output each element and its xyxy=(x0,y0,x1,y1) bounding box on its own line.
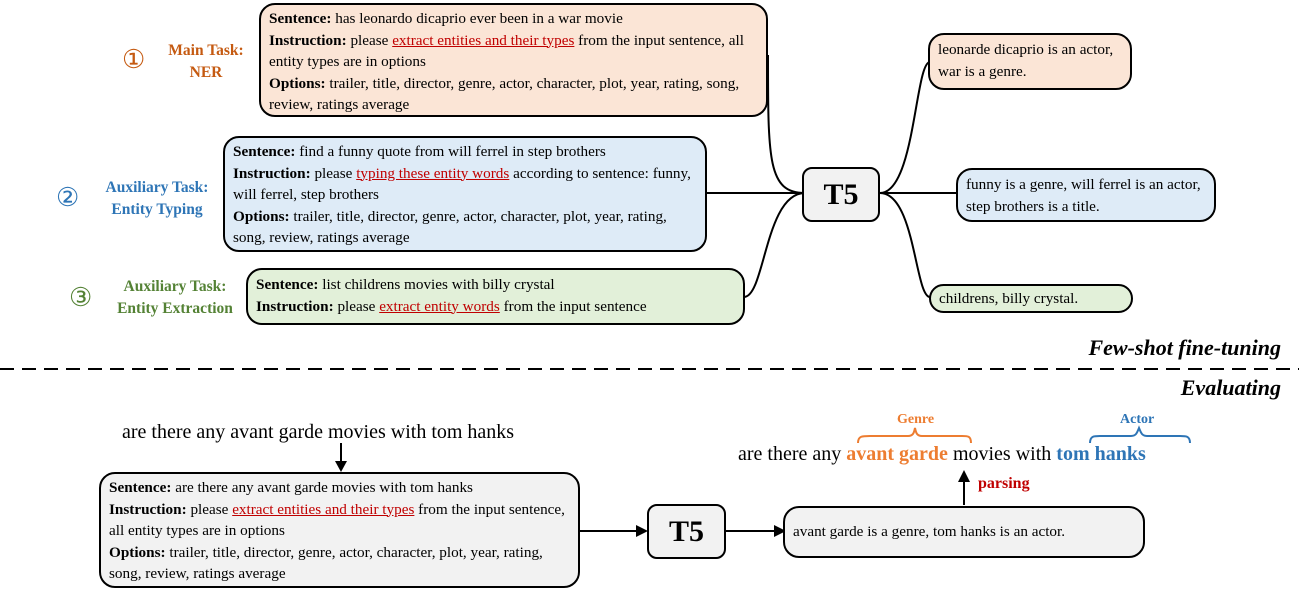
instruction-highlight: typing these entity words xyxy=(356,164,510,182)
t5-to-extraction-output-line xyxy=(879,192,931,298)
instruction-highlight: extract entity words xyxy=(379,297,500,315)
parsing-label: parsing xyxy=(978,475,1030,492)
extraction-to-t5-line xyxy=(743,192,806,298)
actor-brace xyxy=(1089,425,1191,444)
task-marker-1: ① xyxy=(122,45,146,74)
extraction-task-input-box: Sentence: list childrens movies with bil… xyxy=(246,268,745,325)
parsing-arrowhead xyxy=(958,470,970,482)
input-to-t5-arrowhead xyxy=(636,525,648,537)
instruction-highlight: extract entities and their types xyxy=(232,500,415,518)
eval-query-text: are there any avant garde movies with to… xyxy=(122,421,515,443)
t5-to-main-output-line xyxy=(879,61,931,194)
eval-input-box: Sentence: are there any avant garde movi… xyxy=(99,472,580,588)
main-task-label: Main Task: NER xyxy=(168,42,244,81)
parsed-sentence: are there any avant garde movies with to… xyxy=(738,443,1146,465)
extraction-task-output-box: childrens, billy crystal. xyxy=(929,284,1133,313)
t5-to-output-arrowhead xyxy=(774,525,786,537)
genre-entity-span: avant garde xyxy=(846,443,948,465)
main-task-input-box: Sentence: has leonardo dicaprio ever bee… xyxy=(259,3,768,117)
genre-tag: Genre xyxy=(897,412,935,427)
task-marker-3: ③ xyxy=(69,283,93,312)
main-to-t5-line xyxy=(767,54,806,194)
genre-brace xyxy=(857,427,972,444)
t5-model-train: T5 xyxy=(802,167,880,222)
typing-task-output-box: funny is a genre, will ferrel is an acto… xyxy=(956,168,1216,222)
task-marker-2: ② xyxy=(56,183,80,212)
actor-tag: Actor xyxy=(1120,412,1155,427)
actor-entity-span: tom hanks xyxy=(1056,443,1146,465)
typing-task-input-box: Sentence: find a funny quote from will f… xyxy=(223,136,707,252)
instruction-highlight: extract entities and their types xyxy=(392,31,575,49)
extraction-task-label: Auxiliary Task: Entity Extraction xyxy=(117,278,233,317)
eval-output-box: avant garde is a genre, tom hanks is an … xyxy=(783,506,1145,558)
phase-label-train: Few-shot fine-tuning xyxy=(1088,335,1281,360)
typing-task-label: Auxiliary Task: Entity Typing xyxy=(105,179,209,218)
t5-model-eval: T5 xyxy=(647,504,726,559)
phase-label-eval: Evaluating xyxy=(1180,375,1281,400)
query-arrowhead xyxy=(335,461,347,472)
main-task-output-box: leonarde dicaprio is an actor, war is a … xyxy=(928,33,1132,90)
